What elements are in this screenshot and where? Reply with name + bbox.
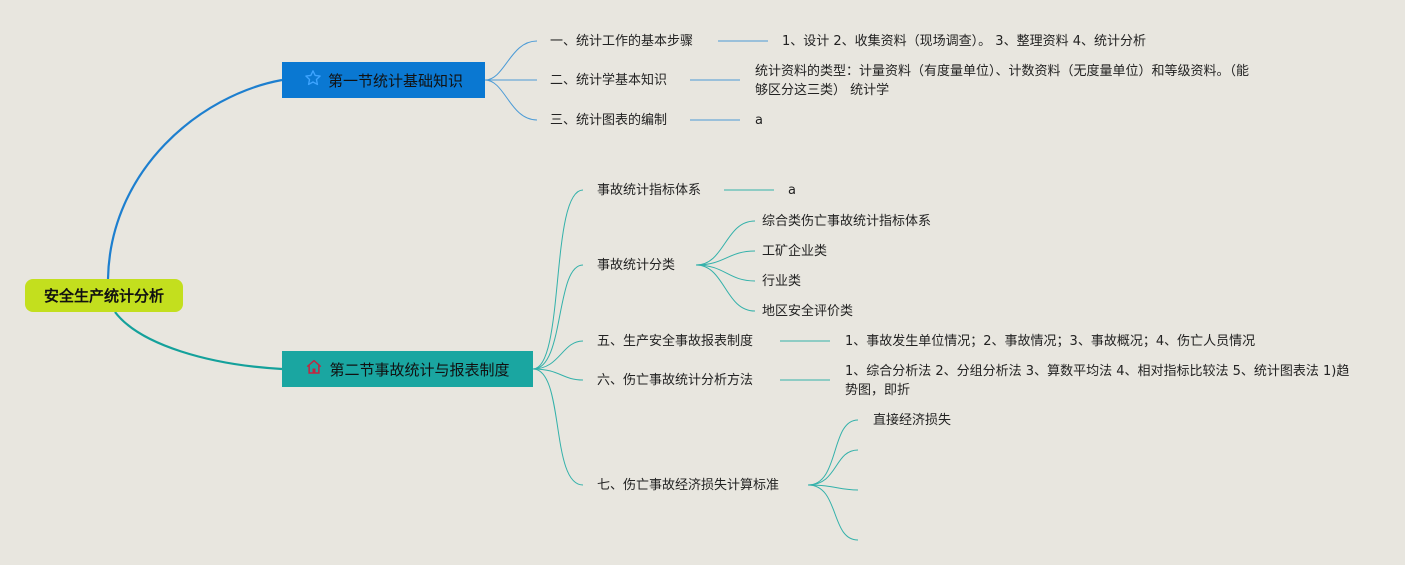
- sec2-item-index-system[interactable]: 事故统计指标体系: [597, 183, 702, 198]
- sec2-item-economic-loss[interactable]: 七、伤亡事故经济损失计算标准: [597, 478, 780, 493]
- home-icon: [305, 358, 323, 380]
- sec1-item-2[interactable]: 二、统计学基本知识: [550, 73, 668, 88]
- sec1-item-1-detail[interactable]: 1、设计 2、收集资料（现场调查）。 3、整理资料 4、统计分析: [782, 34, 1146, 49]
- classification-child-1[interactable]: 综合类伤亡事故统计指标体系: [762, 214, 932, 229]
- economic-loss-child-1[interactable]: 直接经济损失: [873, 413, 952, 428]
- section-2-node[interactable]: 第二节事故统计与报表制度: [282, 351, 533, 387]
- section-1-title: 第一节统计基础知识: [327, 71, 463, 90]
- sec2-item-report-system[interactable]: 五、生产安全事故报表制度: [597, 334, 754, 349]
- root-label: 安全生产统计分析: [43, 287, 164, 305]
- classification-child-3[interactable]: 行业类: [762, 274, 802, 289]
- sec2-item-classification[interactable]: 事故统计分类: [597, 258, 676, 273]
- sec1-item-2-detail[interactable]: 统计资料的类型：计量资料（有度量单位）、计数资料（无度量单位）和等级资料。（能够…: [755, 64, 1250, 98]
- root-node[interactable]: 安全生产统计分析: [25, 279, 183, 312]
- sec2-item-analysis-methods-detail[interactable]: 1、综合分析法 2、分组分析法 3、算数平均法 4、相对指标比较法 5、统计图表…: [845, 364, 1350, 398]
- sec2-item-index-system-detail[interactable]: a: [788, 183, 796, 198]
- section-2-title: 第二节事故统计与报表制度: [329, 360, 510, 379]
- sec1-item-3[interactable]: 三、统计图表的编制: [550, 113, 668, 128]
- sec2-item-report-system-detail[interactable]: 1、事故发生单位情况；2、事故情况；3、事故概况；4、伤亡人员情况: [845, 334, 1256, 349]
- section-1-node[interactable]: 第一节统计基础知识: [282, 62, 485, 98]
- sec2-item-analysis-methods[interactable]: 六、伤亡事故统计分析方法: [597, 373, 754, 388]
- sec1-item-1[interactable]: 一、统计工作的基本步骤: [550, 34, 694, 49]
- classification-child-2[interactable]: 工矿企业类: [762, 244, 828, 259]
- sec1-item-3-detail[interactable]: a: [755, 113, 763, 128]
- star-icon: [304, 69, 322, 91]
- classification-child-4[interactable]: 地区安全评价类: [762, 304, 854, 319]
